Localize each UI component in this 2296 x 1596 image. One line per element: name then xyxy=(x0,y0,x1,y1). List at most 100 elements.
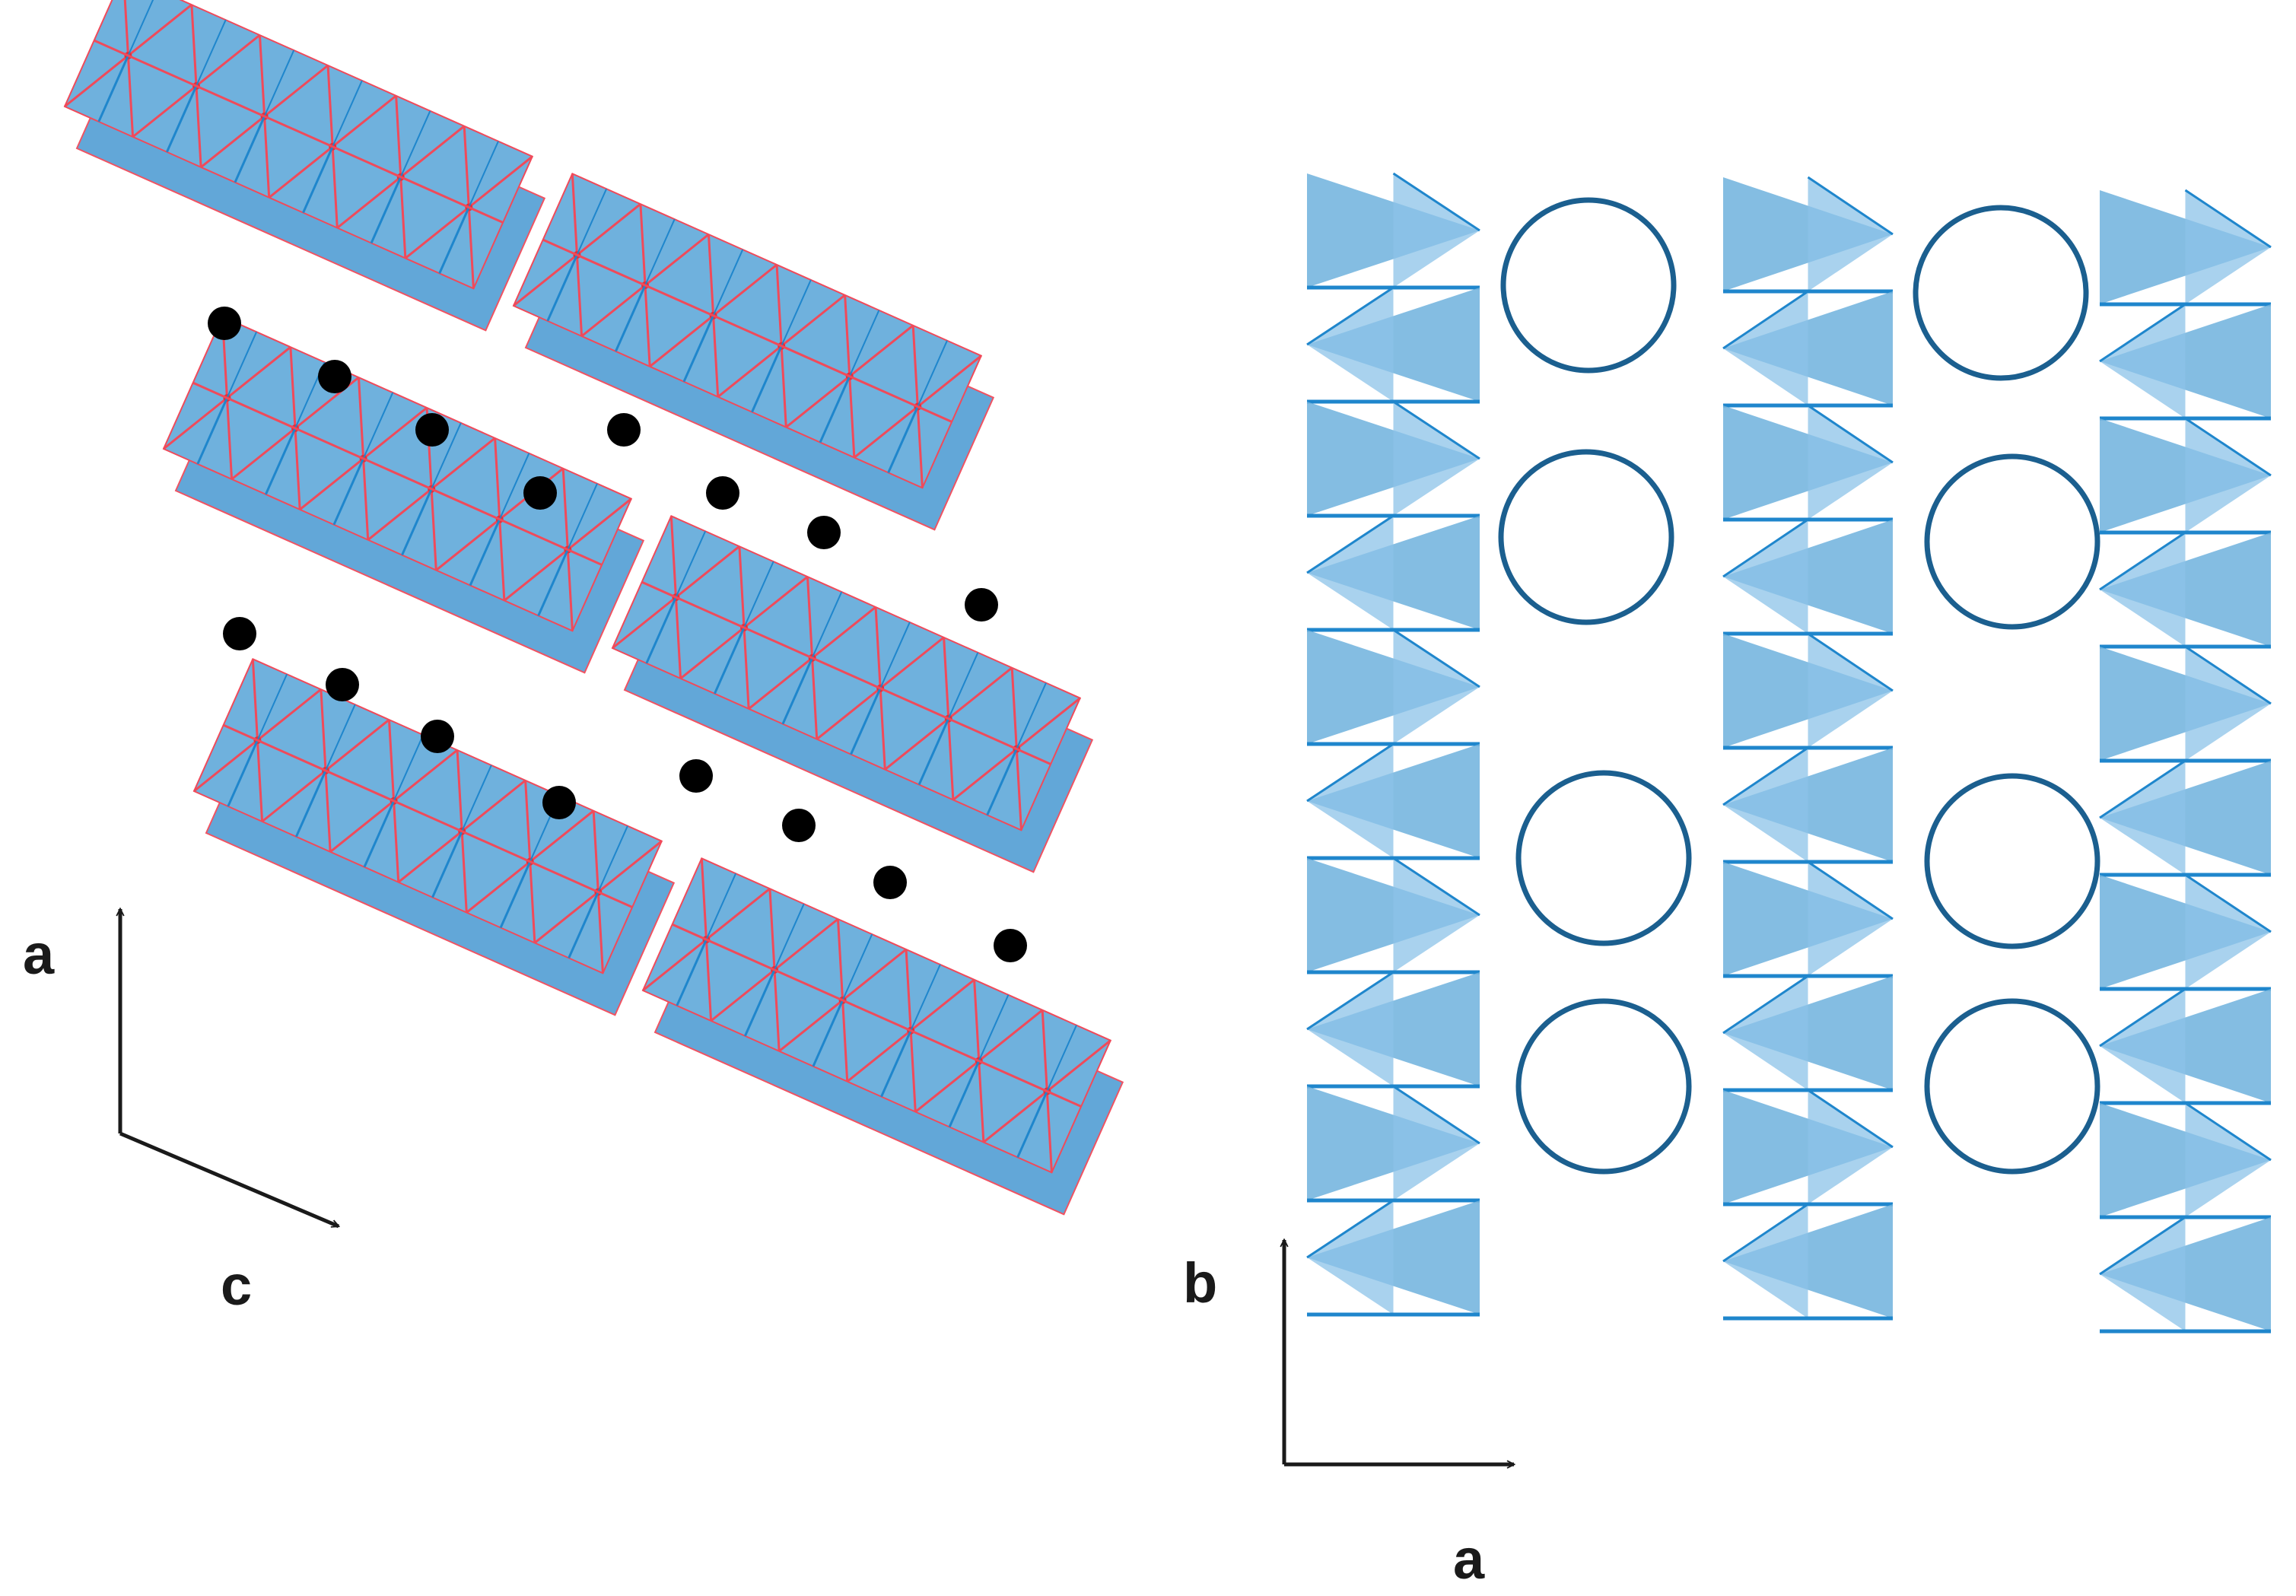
chain-edge xyxy=(1392,400,1480,460)
chain-edge xyxy=(1722,290,1809,350)
chain-polyhedron xyxy=(1307,1200,1394,1315)
chain-edge xyxy=(1807,176,1894,236)
edge-line xyxy=(537,548,569,616)
chain-edge xyxy=(1306,971,1394,1031)
channel-ring xyxy=(1913,205,2089,381)
edge-line xyxy=(431,831,463,898)
edge-line xyxy=(256,673,288,741)
channel-ring xyxy=(1515,770,1692,946)
chain-polyhedron xyxy=(1307,972,1394,1086)
chain-edge xyxy=(1807,860,1894,920)
edge-line xyxy=(850,688,882,755)
chain-polyhedron xyxy=(2100,989,2186,1103)
ion-dot xyxy=(873,866,907,899)
ion-dot xyxy=(318,360,351,393)
channel-ring xyxy=(1924,453,2100,630)
chain-polyhedron xyxy=(2185,875,2271,989)
chain-edge xyxy=(1807,632,1894,692)
edge-line xyxy=(676,939,708,1006)
left-panel-layered-structure: a c xyxy=(23,0,1124,1317)
chain-polyhedron xyxy=(1808,177,1893,291)
chain xyxy=(1722,176,1894,1321)
chain-polyhedron xyxy=(1307,744,1394,858)
edge-line xyxy=(812,1000,844,1067)
edge-line xyxy=(811,591,843,659)
edge-line xyxy=(682,315,714,383)
edge-line xyxy=(910,964,941,1032)
edge-line xyxy=(227,739,259,807)
edge-line xyxy=(644,218,676,286)
edge-line xyxy=(393,734,425,802)
edge-line xyxy=(948,1060,981,1128)
chain xyxy=(1306,172,1480,1317)
ion-dot xyxy=(782,809,816,842)
interlayer-ions xyxy=(208,307,1027,962)
edge-line xyxy=(127,0,154,56)
chain-polyhedron xyxy=(1808,862,1893,976)
edge-line xyxy=(781,657,813,725)
edge-line xyxy=(567,483,598,550)
chain-polyhedron xyxy=(1723,291,1808,405)
chain-polyhedron xyxy=(1393,1086,1480,1200)
edge-line xyxy=(264,428,297,495)
chain-edge xyxy=(2184,645,2272,705)
chain-edge xyxy=(2184,873,2272,933)
bond-line xyxy=(223,723,633,908)
channel-ring xyxy=(1500,197,1677,374)
edge-line xyxy=(469,519,501,587)
slab xyxy=(162,316,645,674)
edge-line xyxy=(568,891,599,959)
edge-line xyxy=(879,622,911,689)
chain-edge xyxy=(1807,1089,1894,1149)
edge-line xyxy=(887,405,919,473)
edge-line xyxy=(546,254,578,322)
axis-label-b: b xyxy=(1183,1251,1217,1315)
slab xyxy=(63,0,546,332)
edge-line xyxy=(498,453,530,520)
left-axes: a c xyxy=(23,909,339,1317)
slab xyxy=(611,515,1094,873)
ion-dot xyxy=(223,617,256,650)
chain-polyhedron xyxy=(2100,304,2186,418)
chain-edge xyxy=(1392,1085,1480,1145)
edge-line xyxy=(196,397,228,465)
chain-polyhedron xyxy=(1307,288,1394,402)
ion-dot xyxy=(523,476,557,510)
edge-line xyxy=(947,652,979,720)
edge-line xyxy=(675,530,707,598)
edge-line xyxy=(165,85,198,153)
ion-dot xyxy=(965,588,998,622)
chain-polyhedron xyxy=(1393,858,1480,972)
chain-edge xyxy=(1392,628,1480,688)
slab xyxy=(512,173,995,531)
chain-edge xyxy=(1392,857,1480,917)
octahedral-slabs xyxy=(63,0,1124,1216)
chain-edge xyxy=(2099,759,2186,819)
chain-polyhedron xyxy=(2185,647,2271,761)
edge-line xyxy=(978,994,1010,1062)
chain-edge xyxy=(1306,1199,1394,1259)
chain-polyhedron xyxy=(1393,630,1480,744)
channel-ring xyxy=(1924,998,2100,1175)
edge-line xyxy=(370,176,402,244)
channel-ring xyxy=(1924,773,2100,949)
chain-polyhedron xyxy=(2185,190,2271,304)
ion-dot xyxy=(607,413,641,447)
chain-polyhedron xyxy=(1723,520,1808,634)
edge-line xyxy=(743,561,774,628)
chain-edge xyxy=(1306,514,1394,574)
chain-polyhedron xyxy=(1723,748,1808,862)
edge-line xyxy=(499,861,532,929)
edge-line xyxy=(781,279,812,347)
edge-line xyxy=(917,340,948,407)
bond-line xyxy=(94,39,504,224)
edge-line xyxy=(97,55,129,122)
edge-line xyxy=(819,376,851,444)
axis-horizontal-arrow xyxy=(119,1131,339,1229)
edge-line xyxy=(468,141,499,208)
edge-line xyxy=(461,765,492,832)
edge-line xyxy=(196,19,227,87)
edge-line xyxy=(234,116,266,183)
chain-edge xyxy=(1392,172,1480,232)
